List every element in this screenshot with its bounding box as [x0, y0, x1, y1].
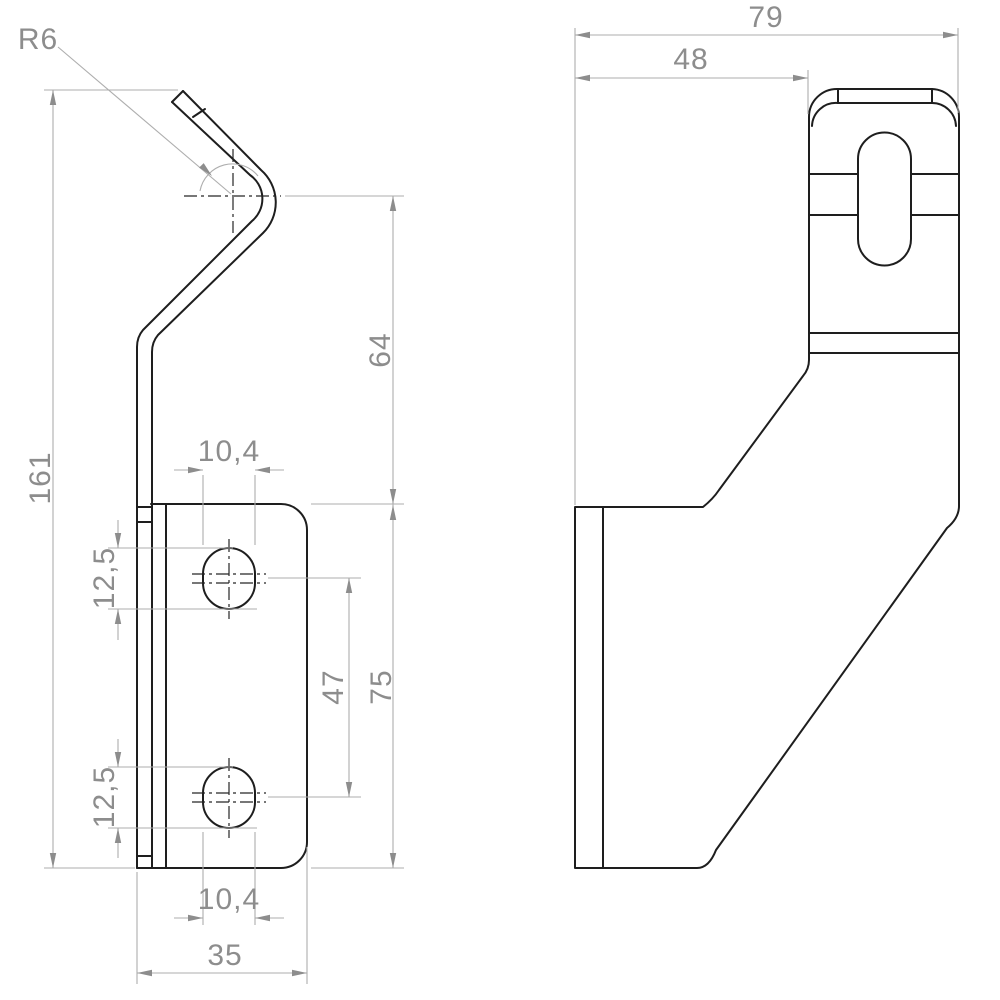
arrow-125b-down [114, 752, 122, 767]
front-upper-slot [202, 547, 256, 610]
dimension-lines [44, 28, 959, 984]
dim-text-slot-height-bottom: 12,5 [88, 766, 121, 828]
dim-text-slot-width-bottom: 10,4 [198, 883, 260, 916]
dim-text-plate-width: 35 [207, 939, 242, 972]
arrow-104t-right [188, 466, 203, 474]
arrow-r6 [199, 163, 212, 176]
front-plate-outline [136, 503, 308, 869]
arrow-64-up [389, 196, 397, 211]
front-view [136, 90, 308, 869]
dim-text-bend-to-plate-height: 64 [364, 332, 397, 367]
dimension-texts: R6 79 48 161 64 75 47 12,5 12,5 10,4 10,… [18, 1, 783, 972]
dim-text-slot-width-top: 10,4 [198, 435, 260, 468]
arrow-48-left [575, 74, 590, 82]
side-slot [857, 131, 912, 267]
arrow-64-down [389, 489, 397, 504]
side-view [574, 87, 960, 869]
dim-text-side-upper-width: 48 [673, 43, 708, 76]
side-top-inner-arc-right [931, 101, 957, 127]
arrow-79-right [943, 31, 958, 39]
arrow-125t-up [114, 609, 122, 624]
arrow-125b-up [114, 828, 122, 843]
arrow-161-up [49, 90, 57, 105]
arrow-104b-left [255, 914, 270, 922]
arrow-47-down [345, 782, 353, 797]
dim-text-overall-height: 161 [24, 451, 57, 504]
front-centerlines [184, 149, 281, 838]
arrow-104t-left [255, 466, 270, 474]
front-hook-inner-edge [136, 101, 264, 869]
arrow-35-left [137, 969, 152, 977]
dim-text-slot-center-spacing: 47 [317, 669, 350, 704]
arrow-35-right [292, 969, 307, 977]
dim-text-side-overall-width: 79 [748, 1, 783, 34]
front-hook-tip-cap [171, 90, 184, 103]
arrow-104b-right [188, 914, 203, 922]
side-top-inner-arc-left [811, 101, 839, 127]
dimension-arrowheads [49, 31, 958, 977]
front-hook-tip-tick [192, 108, 206, 118]
arrow-48-right [793, 74, 808, 82]
arrow-79-left [575, 31, 590, 39]
arrow-75-down [389, 853, 397, 868]
arrow-47-up [345, 578, 353, 593]
dim-text-bend-radius: R6 [18, 23, 58, 56]
dim-text-plate-height: 75 [365, 669, 398, 704]
front-hook-outer-edge [151, 90, 277, 869]
front-lower-slot [202, 766, 256, 829]
r6-radius-arc [199, 163, 259, 192]
side-outline [574, 87, 960, 869]
r6-leader-line [57, 46, 232, 195]
arrow-75-up [389, 505, 397, 520]
arrow-125t-down [114, 533, 122, 548]
arrow-161-down [49, 853, 57, 868]
dim-text-slot-height-top: 12,5 [88, 547, 121, 609]
